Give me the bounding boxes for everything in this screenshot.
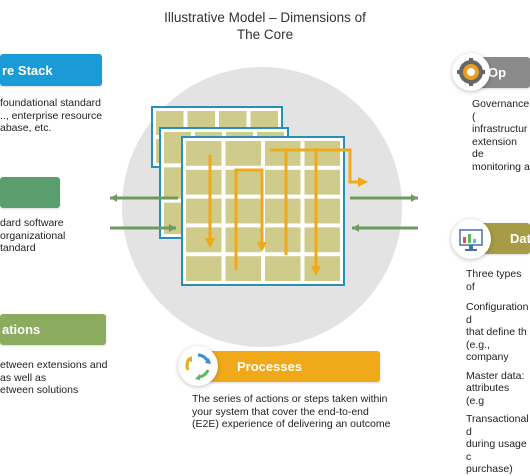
left-box-integrations: ations xyxy=(0,314,106,345)
desc-line: tandard xyxy=(0,242,36,254)
right-desc-data: Three types of Configuration d that defi… xyxy=(466,268,530,476)
desc-line: (e.g., company xyxy=(466,338,509,364)
desc-line: foundational standard xyxy=(0,97,101,109)
right-desc-operations: Governance ( infrastructur extension de … xyxy=(472,98,530,173)
arrow-right-out xyxy=(350,194,418,202)
monitor-chart-icon xyxy=(451,219,491,259)
desc-line: extension de xyxy=(472,135,517,161)
desc-line: (E2E) experience of delivering an outcom… xyxy=(192,418,391,430)
process-flow-arrows xyxy=(205,148,368,276)
desc-line: etween extensions and xyxy=(0,359,108,371)
title-line-1: Illustrative Model – Dimensions of xyxy=(164,10,366,25)
processes-desc: The series of actions or steps taken wit… xyxy=(192,393,390,431)
desc-line: organizational xyxy=(0,229,66,242)
desc-line: that define th xyxy=(466,326,527,338)
title-line-2: The Core xyxy=(236,27,294,42)
diagram-title: Illustrative Model – Dimensions of The C… xyxy=(140,9,390,43)
arrow-left-in xyxy=(110,224,176,232)
desc-line: Master data: xyxy=(466,369,525,382)
left-box-integrations-label: ations xyxy=(2,322,41,337)
right-box-operations-label: Op xyxy=(488,65,507,80)
desc-line: abase, etc. xyxy=(0,122,52,134)
desc-line: monitoring a xyxy=(472,160,530,173)
desc-line: Configuration d xyxy=(466,301,529,326)
arrow-left-out xyxy=(110,194,178,202)
gear-icon xyxy=(452,53,490,91)
arrow-right-in xyxy=(352,224,418,232)
desc-line: Transactional d xyxy=(466,413,529,438)
left-desc-stack: foundational standard .., enterprise res… xyxy=(0,97,102,135)
desc-line: .., enterprise resource xyxy=(0,109,103,122)
processes-label: Processes xyxy=(237,359,303,374)
cycle-arrows-icon xyxy=(178,346,218,386)
right-box-data-label: Dat xyxy=(510,231,530,246)
desc-line: etween solutions xyxy=(0,384,79,396)
left-desc-software: dard software organizational tandard xyxy=(0,217,65,255)
desc-line: The series of actions or steps taken wit… xyxy=(192,393,388,405)
desc-line: as well as xyxy=(0,371,47,384)
desc-line: your system that cover the end-to-end xyxy=(192,405,369,418)
desc-line: infrastructur xyxy=(472,123,528,135)
processes-box: Processes xyxy=(197,351,380,382)
left-box-stack-label: re Stack xyxy=(2,62,53,78)
left-box-software xyxy=(0,177,60,208)
desc-line: attributes (e.g xyxy=(466,382,510,407)
left-desc-integrations: etween extensions and as well as etween … xyxy=(0,359,107,397)
desc-line: Three types of xyxy=(466,268,522,293)
desc-line: purchase) xyxy=(466,463,513,475)
desc-line: Governance ( xyxy=(472,98,530,123)
left-box-stack: re Stack xyxy=(0,54,102,86)
core-diagram xyxy=(110,67,418,347)
desc-line: dard software xyxy=(0,217,64,229)
